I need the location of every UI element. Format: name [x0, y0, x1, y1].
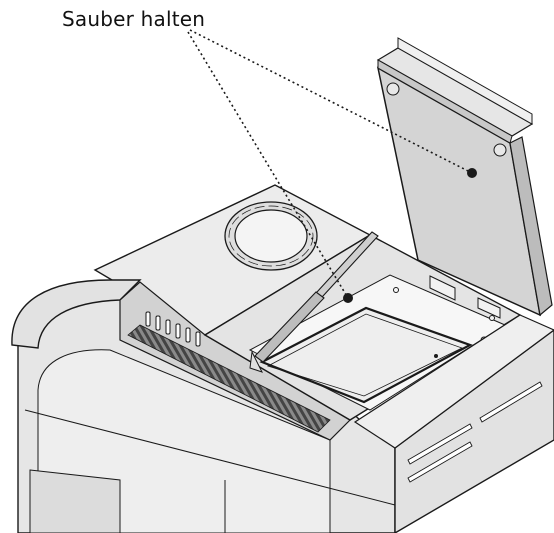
- right-top-rim: [353, 314, 554, 449]
- hopper-lid-lip: [397, 37, 533, 125]
- callout-label-overlay: Sauber halten: [62, 7, 206, 31]
- gas-strut-bracket: [249, 350, 263, 373]
- front-grill: [127, 324, 331, 433]
- front-top-rim: [11, 279, 142, 349]
- callout-leaders: [187, 29, 473, 299]
- hopper-lid-side: [509, 136, 553, 317]
- hopper-screw: [434, 354, 438, 358]
- hopper-inner-edge: [266, 313, 464, 397]
- top-ring-slots: [228, 205, 314, 267]
- callout-dot-lid: [467, 168, 477, 178]
- stove-seam: [24, 409, 396, 506]
- hopper-bolt-2: [393, 287, 399, 293]
- right-side-slots: [407, 381, 543, 483]
- lid-hinge-parts: [429, 275, 501, 321]
- vent-slots: [145, 311, 201, 347]
- top-ring-inner: [234, 209, 308, 263]
- callout-dot-hopper: [343, 293, 353, 303]
- lid-hole-left: [386, 82, 400, 96]
- stove-door-panel: [29, 469, 121, 533]
- lid-hole-right: [493, 143, 507, 157]
- gas-strut-cylinder: [254, 291, 325, 363]
- hopper-inner-rim: [259, 306, 473, 404]
